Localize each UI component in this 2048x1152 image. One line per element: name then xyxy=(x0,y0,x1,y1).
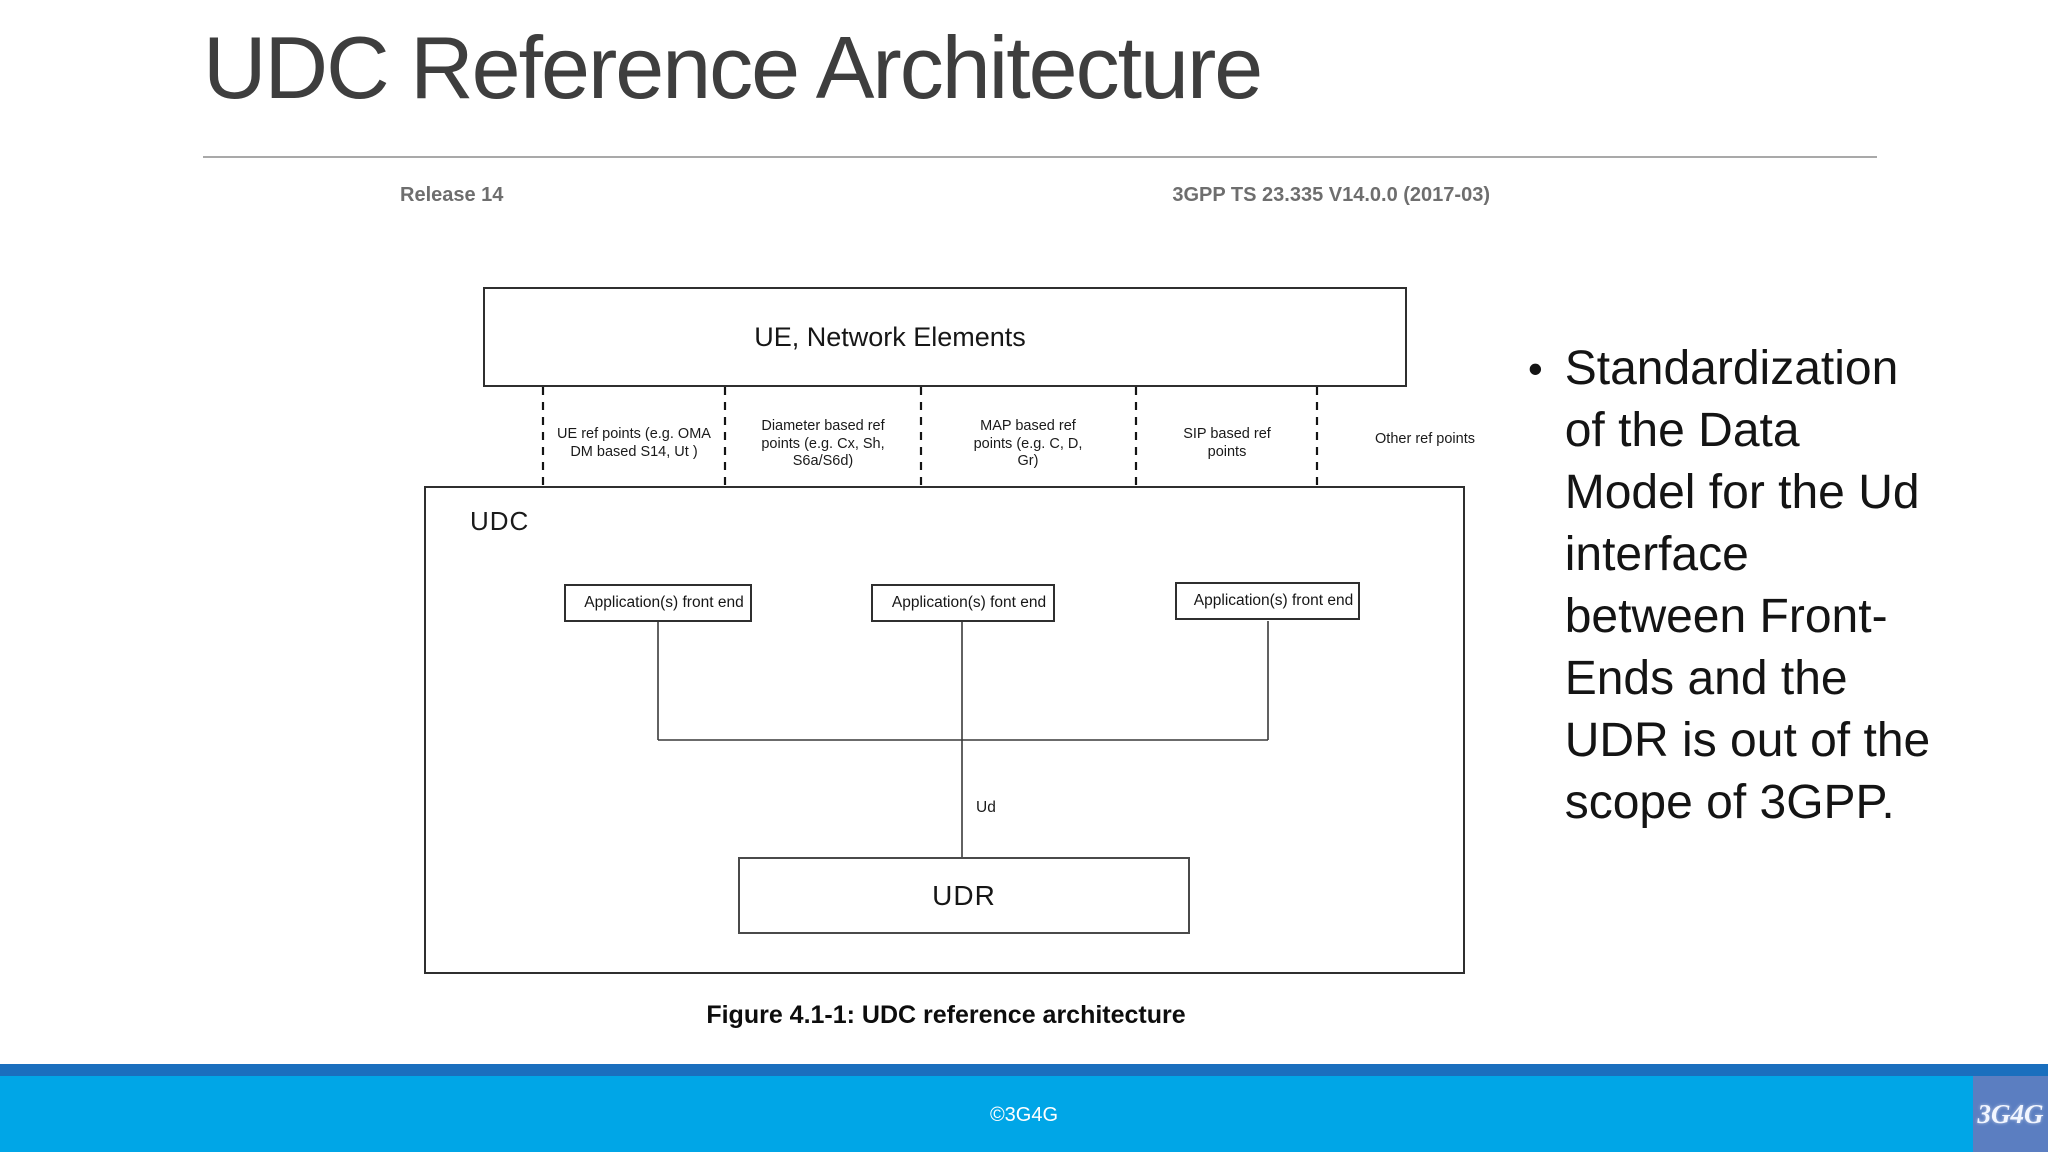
application-front-end-box-2: Application(s) font end xyxy=(871,584,1055,622)
footer-bar xyxy=(0,1076,2048,1152)
application-front-end-label-2: Application(s) font end xyxy=(891,594,1047,611)
footer-accent-strip xyxy=(0,1064,2048,1076)
ref-point-label-ue: UE ref points (e.g. OMA DM based S14, Ut… xyxy=(557,426,711,460)
udc-label: UDC xyxy=(470,506,530,536)
udr-box: UDR xyxy=(738,857,1190,934)
bullet-icon: • xyxy=(1528,345,1543,392)
application-front-end-label-3: Application(s) front end xyxy=(1193,592,1354,609)
doc-spec-label: 3GPP TS 23.335 V14.0.0 (2017-03) xyxy=(1172,184,1490,206)
doc-release-label: Release 14 xyxy=(400,184,504,206)
application-front-end-box-3: Application(s) front end xyxy=(1175,582,1360,620)
notes-text: Standardization of the Data Model for th… xyxy=(1564,342,1931,829)
page-title: UDC Reference Architecture xyxy=(203,18,1263,117)
application-front-end-label-1: Application(s) front end xyxy=(584,594,744,611)
figure-caption: Figure 4.1-1: UDC reference architecture xyxy=(706,1001,1186,1029)
udc-box xyxy=(424,486,1465,974)
udr-label: UDR xyxy=(932,879,996,911)
ue-network-elements-box: UE, Network Elements xyxy=(483,287,1407,387)
notes-bullet-item: • Standardization of the Data Model for … xyxy=(1528,338,1930,834)
brand-logo: 3G4G xyxy=(1973,1076,2048,1152)
ref-point-label-map: MAP based ref points (e.g. C, D, Gr) xyxy=(973,418,1083,469)
application-front-end-box-1: Application(s) front end xyxy=(564,584,752,622)
title-underline xyxy=(203,156,1877,158)
ud-interface-label: Ud xyxy=(976,799,996,816)
brand-logo-text: 3G4G xyxy=(1977,1098,2044,1129)
copyright-label: ©3G4G xyxy=(989,1104,1059,1126)
ue-network-elements-label: UE, Network Elements xyxy=(754,321,1026,352)
ref-point-label-sip: SIP based ref points xyxy=(1183,426,1271,460)
ref-point-label-diameter: Diameter based ref points (e.g. Cx, Sh, … xyxy=(761,418,885,469)
ref-point-label-other: Other ref points xyxy=(1375,431,1475,447)
